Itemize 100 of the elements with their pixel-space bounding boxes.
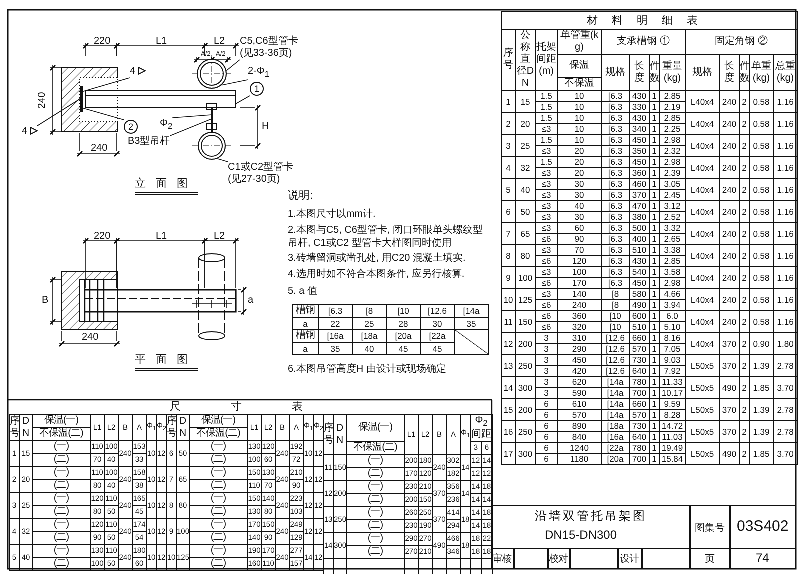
table-cell: 3.32 [660,222,686,234]
column-header: 规格 [602,54,630,90]
table-cell: 1 [650,168,660,178]
table-cell: 8.16 [660,332,686,344]
table-cell: 1.16 [774,156,798,178]
table-cell: 8.28 [660,410,686,420]
table-cell: 1 [650,376,660,388]
column-header: 不保温(二) [346,442,404,454]
table-cell: 15 [502,398,516,420]
table-cell: 2.25 [660,124,686,134]
table-cell: [22a [420,330,454,342]
table-cell: L40x4 [686,112,720,134]
table-cell: ≤3 [536,124,558,134]
table-cell: 1 [502,90,516,112]
table-cell: 490 [720,442,740,464]
row-header: 槽钢 [292,304,318,318]
table-cell: [20a [386,330,420,342]
table-cell: [12.6 [420,304,454,318]
table-cell: 0.58 [750,134,774,156]
table-cell: [14a [602,376,630,388]
table-cell: L50x5 [686,420,720,442]
table-cell: 3.38 [660,244,686,256]
table-cell: 3 [536,354,558,366]
table-cell: 240 [720,134,740,156]
table-cell: 40 [352,342,386,354]
callout-label: B3型吊杆 [128,136,170,148]
table-cell: 0.58 [750,266,774,288]
table-cell: 490 [630,300,650,310]
table-cell: 1 [650,266,660,278]
table-cell: (一) [346,506,404,520]
table-cell: L50x5 [686,376,720,398]
table-cell: 1.16 [774,90,798,112]
table-cell: L50x5 [686,398,720,420]
table-cell: [10 [386,304,420,318]
table-cell: 2.78 [774,398,798,420]
table-cell: 9.59 [660,398,686,410]
table-cell: 1 [650,222,660,234]
table-cell: (二) [32,454,90,466]
callout-label: 4 [22,126,28,138]
table-cell: 510 [630,322,650,332]
table-cell: 1.16 [774,244,798,266]
column-header: 总重(kg) [774,54,798,90]
table-cell: 320 [558,322,602,332]
table-cell: 250 [516,420,536,442]
table-cell: (一) [346,454,404,468]
table-cell: 1.85 [750,442,774,464]
table-cell: 1 [650,288,660,300]
table-cell: 1 [650,244,660,256]
table-cell: 1 [650,278,660,288]
table-cell: [12.6 [602,354,630,366]
table-cell: 2.78 [774,354,798,376]
table-cell: 490 [720,376,740,398]
dimension-text: 220 [94,36,111,47]
table-cell: 430 [630,90,650,102]
table-cell: (一) [32,466,90,480]
table-cell: 10 [558,112,602,124]
table-cell: 6 [536,398,558,410]
table-cell: 1.5 [536,112,558,124]
table-cell: 15.84 [660,454,686,464]
table-cell: 2.52 [660,212,686,222]
table-cell: 370 [720,420,740,442]
callout-label: C5,C6型管卡 [240,36,298,48]
note-text: 3.砖墙留洞或凿孔处, 用C20 混凝土填实. [288,252,466,265]
dimension-text: 240 [82,332,99,343]
table-cell: 2 [740,310,750,332]
table-cell: a [292,318,318,330]
table-cell: (二) [32,506,90,518]
table-cell: 2 [740,442,750,464]
leader-line [170,118,212,136]
table-cell: 240 [720,222,740,244]
table-cell: 2 [502,112,516,134]
table-cell: 1 [650,112,660,124]
leader-line [226,60,240,72]
table-cell: 360 [558,310,602,322]
table-cell: L40x4 [686,134,720,156]
table-cell: L50x5 [686,354,720,376]
row-header: 槽钢 [292,330,318,342]
table-cell: L40x4 [686,222,720,244]
table-cell: (一) [32,492,90,506]
table-cell: 1 [650,234,660,244]
table-cell: 450 [630,278,650,288]
table-cell: 240 [720,200,740,222]
table-cell: 2 [740,354,750,376]
drawing-subtitle: DN15-DN300 [545,528,618,542]
table-cell: 1.16 [774,288,798,310]
table-cell: 2 [740,288,750,310]
table-cell: 40 [516,178,536,200]
atlas-number: 03S402 [737,518,789,535]
table-cell: 7 [502,222,516,244]
table-cell: 0.58 [750,222,774,244]
table-cell: [6.3 [602,124,630,134]
column-header: DN [334,414,346,454]
table-cell: 2 [740,244,750,266]
table-cell: 125 [516,288,536,310]
table-cell: ≤3 [536,178,558,190]
table-cell: 660 [630,332,650,344]
table-cell: a [292,342,318,354]
dimension-text: a [248,295,254,306]
table-cell: [14a [602,398,630,410]
table-cell: (一) [190,466,248,480]
